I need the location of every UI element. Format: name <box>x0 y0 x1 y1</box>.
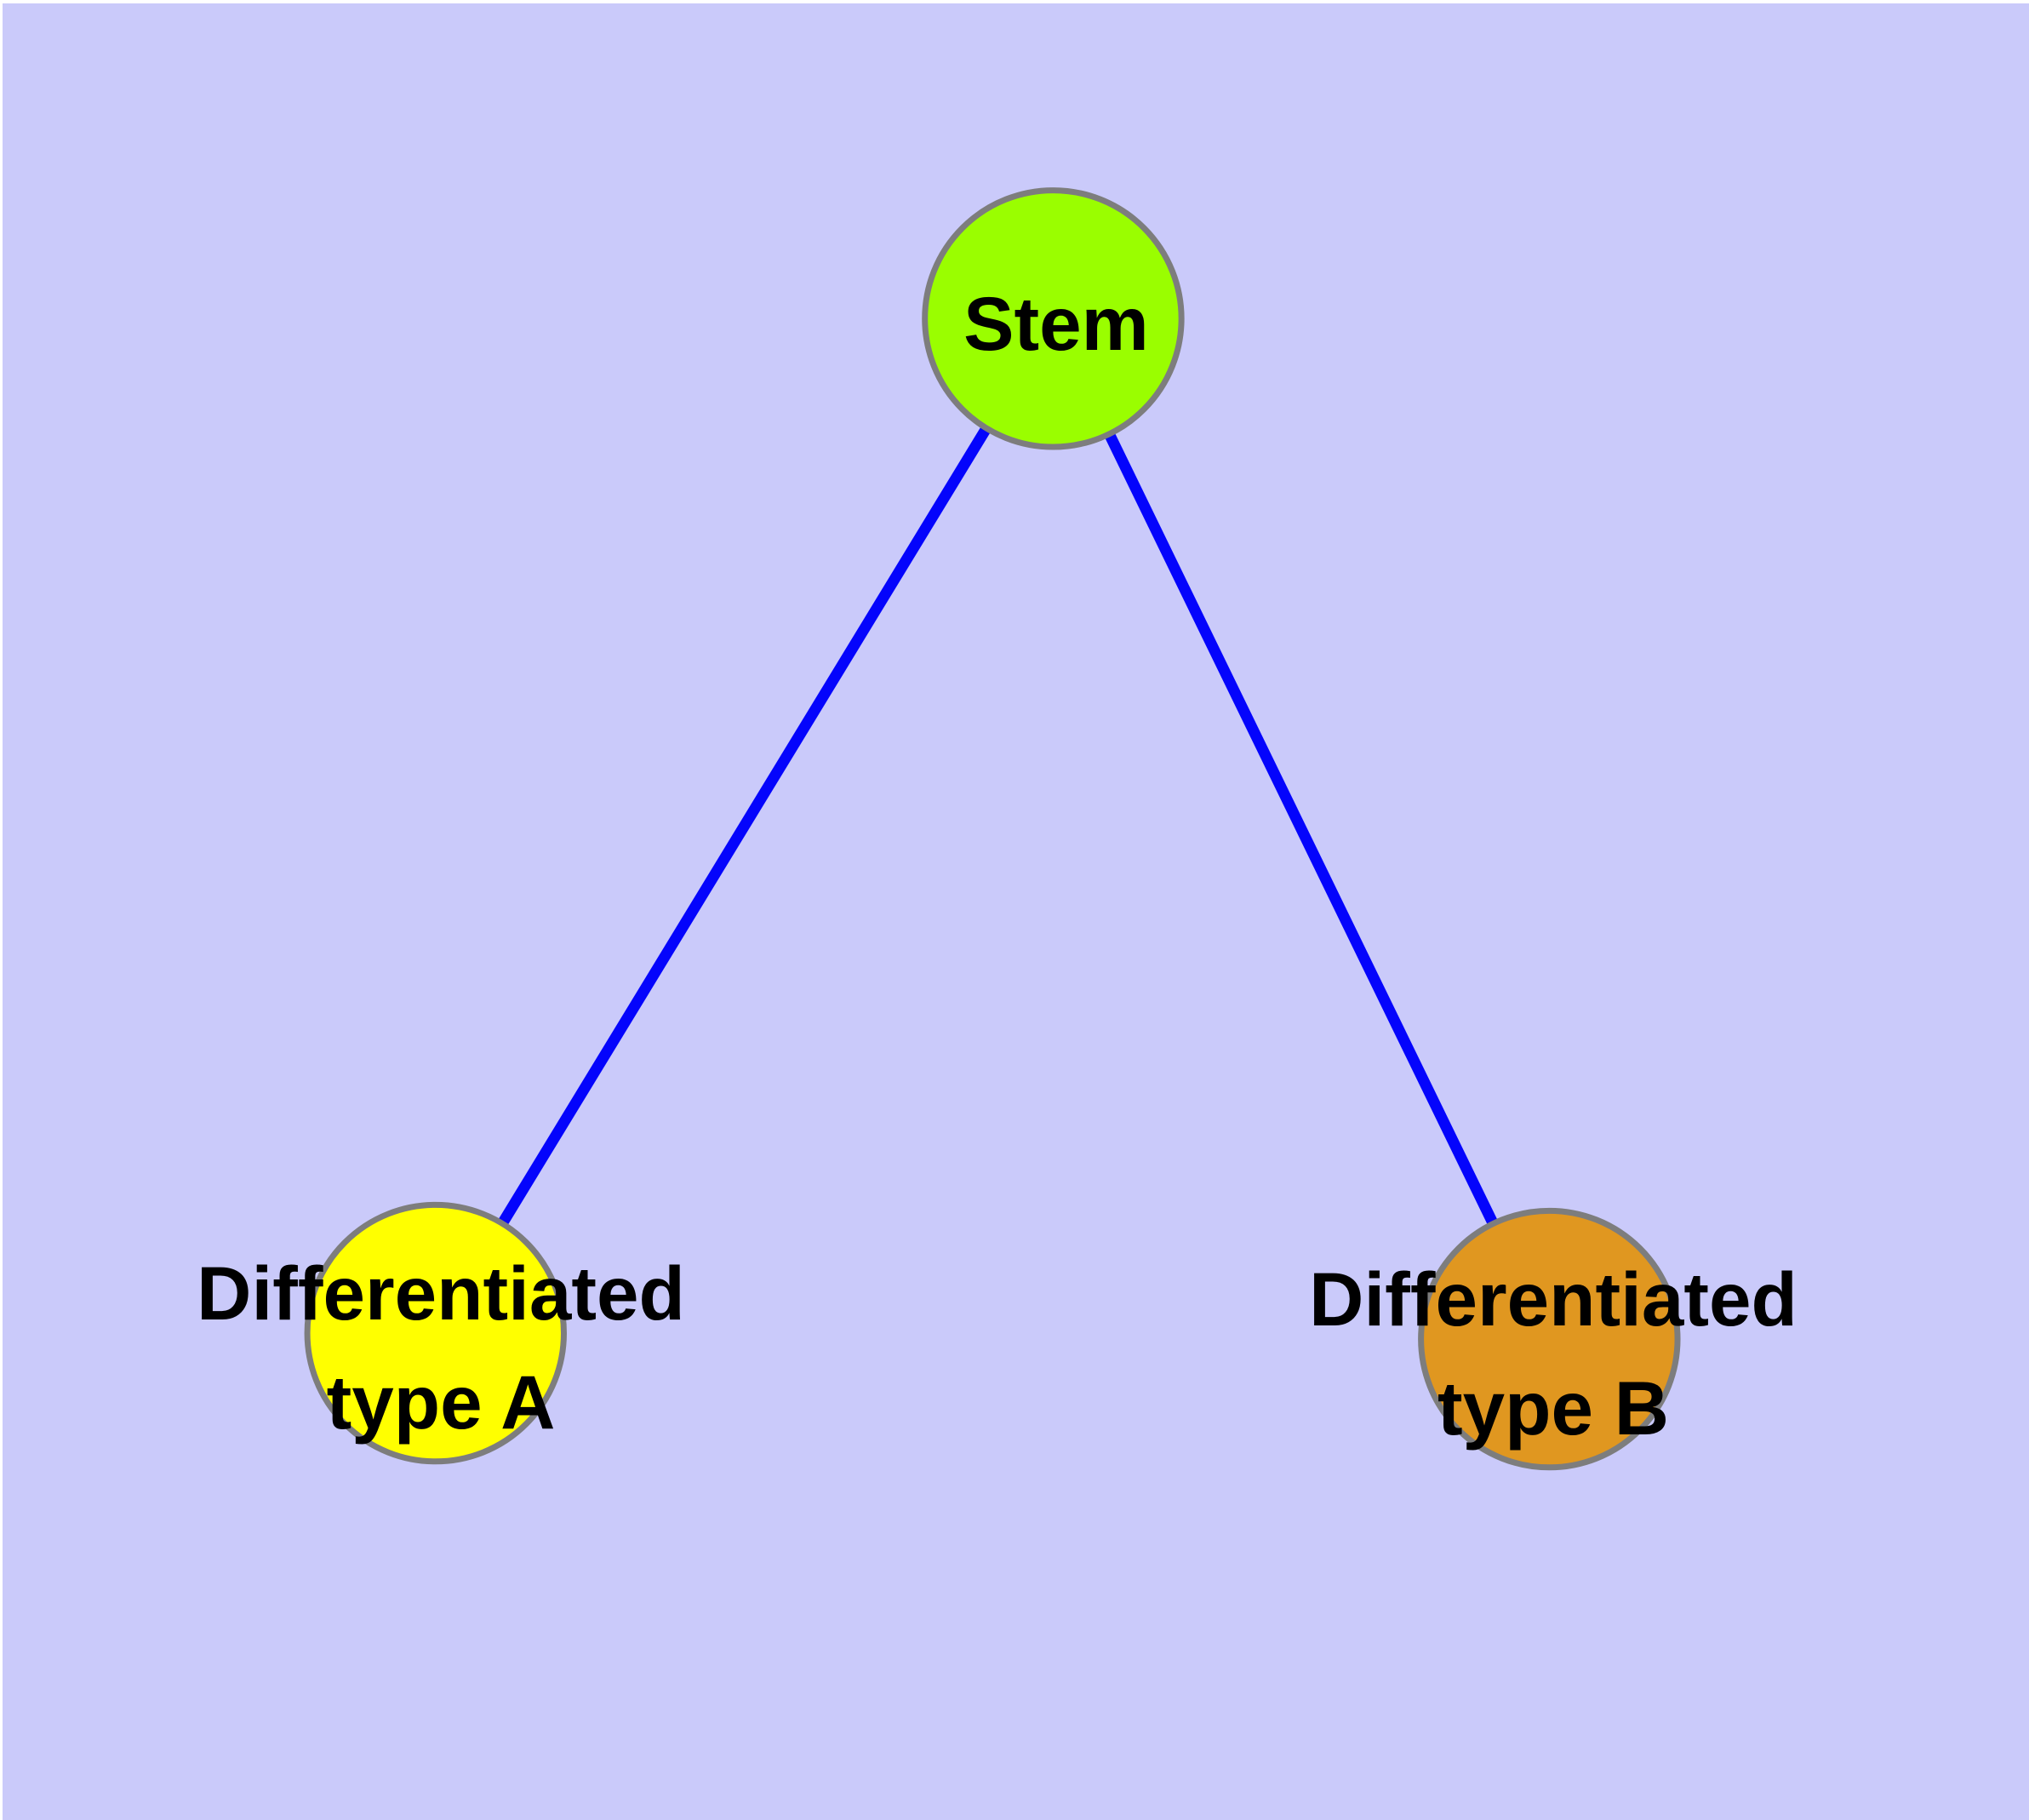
graph-svg <box>304 187 1681 1471</box>
edge-stem-type-b <box>1048 316 1555 1342</box>
edge-stem-type-a <box>431 315 1058 1336</box>
node-type-a-circle <box>304 1201 567 1465</box>
node-type-b-circle <box>1418 1207 1681 1471</box>
node-stem-circle <box>922 187 1185 450</box>
